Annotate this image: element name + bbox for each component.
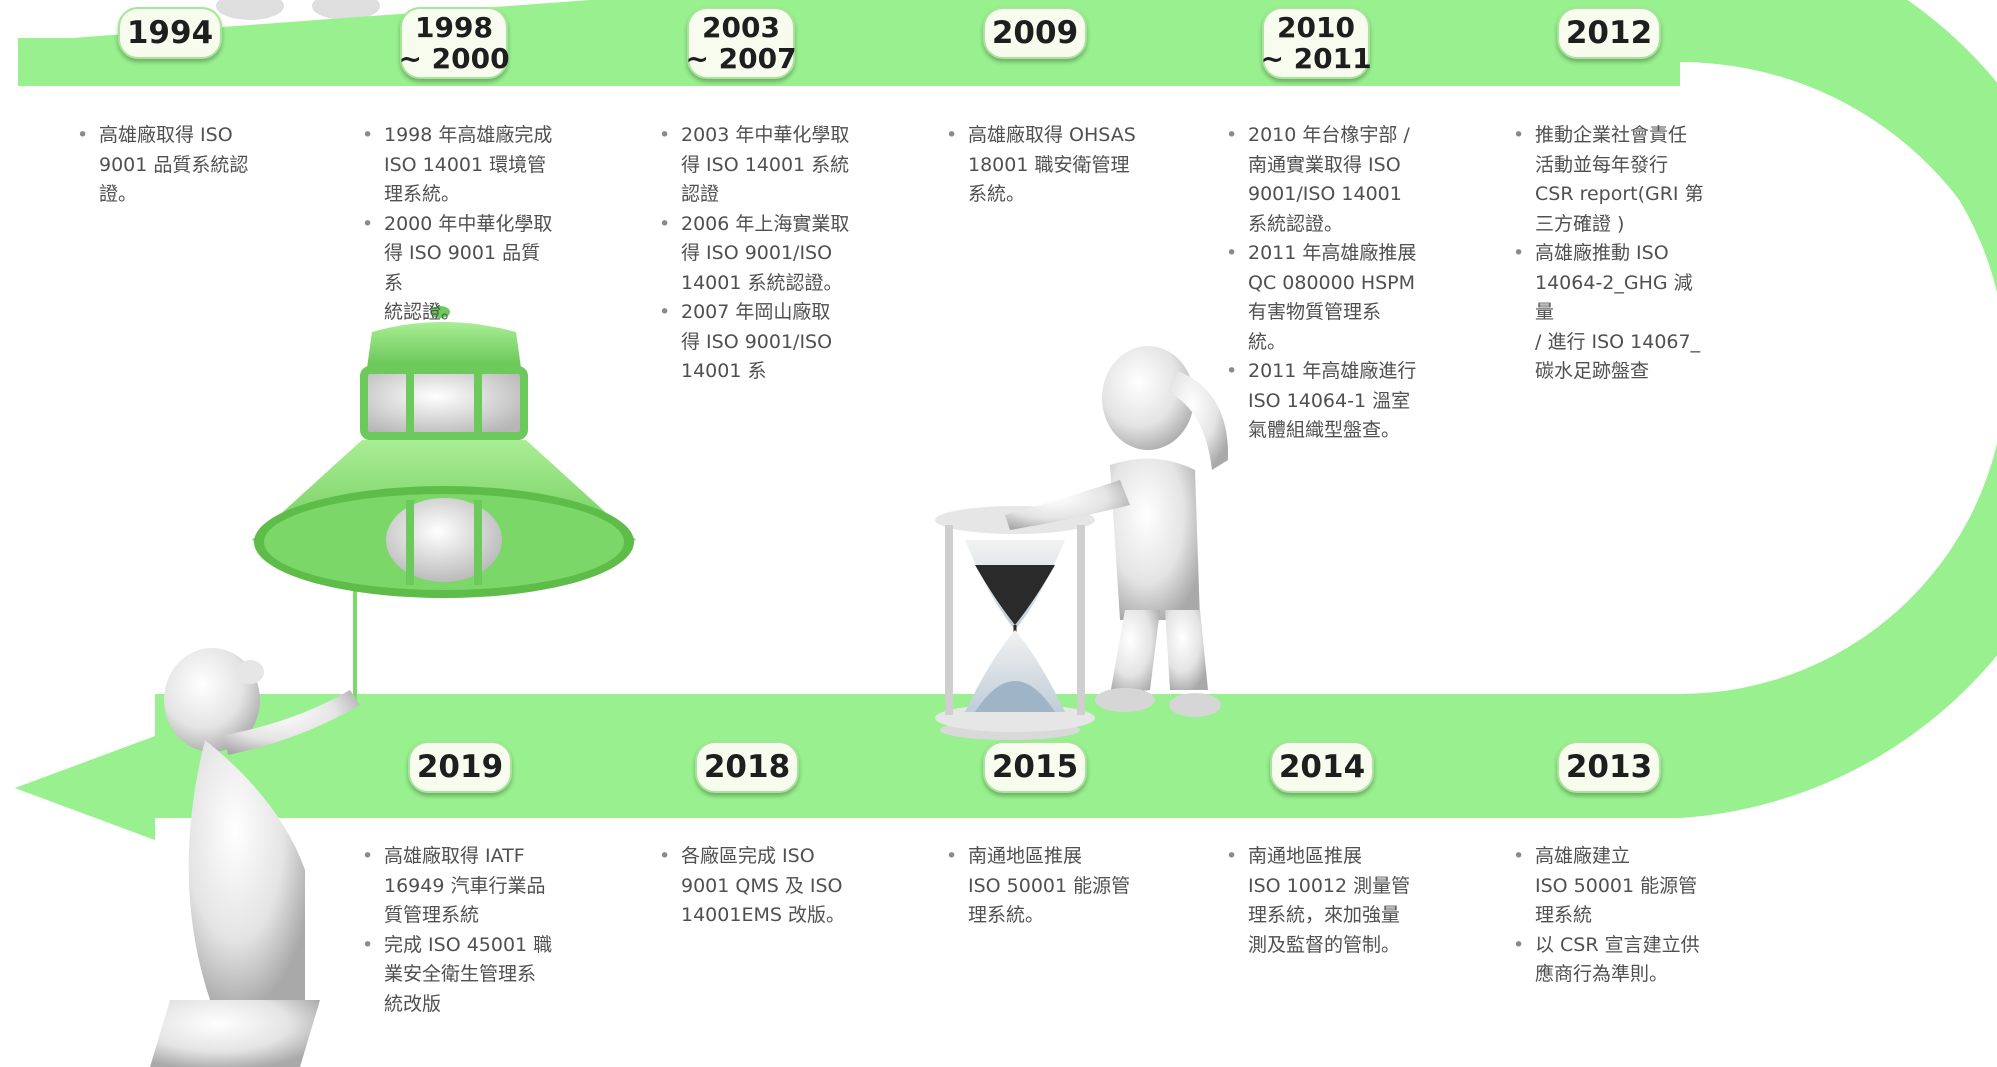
milestone-list-2015: 南通地區推展 ISO 50001 能源管 理系統。 xyxy=(944,842,1140,931)
milestone-item: 高雄廠取得 IATF 16949 汽車行業品 質管理系統 xyxy=(360,842,556,931)
milestone-item: 2011 年高雄廠推展 QC 080000 HSPM 有害物質管理系 統。 xyxy=(1224,239,1420,357)
milestone-item: 南通地區推展 ISO 50001 能源管 理系統。 xyxy=(944,842,1140,931)
milestone-list-2003-2007: 2003 年中華化學取 得 ISO 14001 系統 認證 2006 年上海實業… xyxy=(657,121,853,387)
year-badge-2012: 2012 xyxy=(1557,7,1661,59)
year-badge-2010-2011: 2010 ~ 2011 xyxy=(1260,7,1372,79)
milestone-list-2018: 各廠區完成 ISO 9001 QMS 及 ISO 14001EMS 改版。 xyxy=(657,842,853,931)
milestone-list-2013: 高雄廠建立 ISO 50001 能源管 理系統 以 CSR 宣言建立供 應商行為… xyxy=(1511,842,1707,990)
year-badge-2003-2007: 2003 ~ 2007 xyxy=(685,7,797,79)
year-badge-2018: 2018 xyxy=(695,741,799,793)
green-lamp-illustration xyxy=(252,306,636,705)
year-badge-2019: 2019 xyxy=(408,741,512,793)
figure-feet-illustration xyxy=(216,0,380,20)
milestone-item: 2003 年中華化學取 得 ISO 14001 系統 認證 xyxy=(657,121,853,210)
year-badge-1998-2000: 1998 ~ 2000 xyxy=(398,7,510,79)
milestone-item: 推動企業社會責任 活動並每年發行 CSR report(GRI 第 三方確證 ) xyxy=(1511,121,1707,239)
milestone-item: 完成 ISO 45001 職 業安全衛生管理系 統改版 xyxy=(360,931,556,1020)
figure-with-hourglass-illustration xyxy=(935,346,1229,740)
milestone-item: 2011 年高雄廠進行 ISO 14064-1 溫室 氣體組織型盤查。 xyxy=(1224,357,1420,446)
milestone-list-1994: 高雄廠取得 ISO 9001 品質系統認 證。 xyxy=(75,121,271,210)
milestone-item: 2006 年上海實業取 得 ISO 9001/ISO 14001 系統認證。 xyxy=(657,210,853,299)
milestone-item: 高雄廠推動 ISO 14064-2_GHG 減量 / 進行 ISO 14067_… xyxy=(1511,239,1707,387)
year-badge-1994: 1994 xyxy=(118,7,222,59)
milestone-item: 1998 年高雄廠完成 ISO 14001 環境管 理系統。 xyxy=(360,121,556,210)
milestone-item: 高雄廠取得 OHSAS 18001 職安衛管理 系統。 xyxy=(944,121,1140,210)
figure-pulling-cord-illustration xyxy=(150,648,360,1067)
milestone-item: 2000 年中華化學取 得 ISO 9001 品質系 統認證。 xyxy=(360,210,556,328)
year-badge-2009: 2009 xyxy=(983,7,1087,59)
milestone-list-2009: 高雄廠取得 OHSAS 18001 職安衛管理 系統。 xyxy=(944,121,1140,210)
milestone-list-2014: 南通地區推展 ISO 10012 測量管 理系統，來加強量 測及監督的管制。 xyxy=(1224,842,1420,960)
milestone-item: 2007 年岡山廠取 得 ISO 9001/ISO 14001 系 xyxy=(657,298,853,387)
year-badge-2015: 2015 xyxy=(983,741,1087,793)
milestone-item: 以 CSR 宣言建立供 應商行為準則。 xyxy=(1511,931,1707,990)
year-badge-2014: 2014 xyxy=(1270,741,1374,793)
milestone-item: 高雄廠建立 ISO 50001 能源管 理系統 xyxy=(1511,842,1707,931)
year-badge-2013: 2013 xyxy=(1557,741,1661,793)
milestone-item: 2010 年台橡宇部 / 南通實業取得 ISO 9001/ISO 14001 系… xyxy=(1224,121,1420,239)
milestone-list-2019: 高雄廠取得 IATF 16949 汽車行業品 質管理系統 完成 ISO 4500… xyxy=(360,842,556,1019)
milestone-item: 高雄廠取得 ISO 9001 品質系統認 證。 xyxy=(75,121,271,210)
milestone-list-2010-2011: 2010 年台橡宇部 / 南通實業取得 ISO 9001/ISO 14001 系… xyxy=(1224,121,1420,446)
milestone-list-2012: 推動企業社會責任 活動並每年發行 CSR report(GRI 第 三方確證 )… xyxy=(1511,121,1707,387)
milestone-item: 各廠區完成 ISO 9001 QMS 及 ISO 14001EMS 改版。 xyxy=(657,842,853,931)
timeline-arrow-body xyxy=(15,38,1997,840)
milestone-item: 南通地區推展 ISO 10012 測量管 理系統，來加強量 測及監督的管制。 xyxy=(1224,842,1420,960)
milestone-list-1998-2000: 1998 年高雄廠完成 ISO 14001 環境管 理系統。 2000 年中華化… xyxy=(360,121,556,328)
